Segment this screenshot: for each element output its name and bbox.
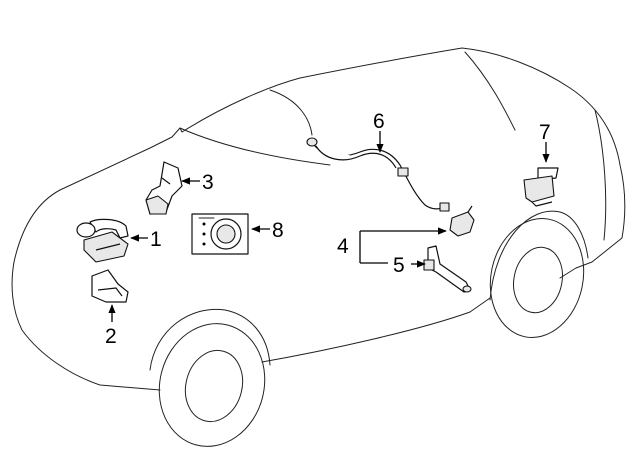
callout-5: 5: [393, 254, 405, 277]
leader-4-bracket: [359, 227, 447, 264]
part-1-sensor: [76, 218, 129, 263]
part-5-bracket: [423, 245, 472, 293]
callout-6: 6: [373, 110, 385, 133]
callout-2: 2: [105, 325, 117, 348]
part-4-sensor: [449, 205, 475, 237]
callout-4: 4: [337, 235, 349, 258]
part-6-harness: [306, 137, 450, 212]
vehicle-body-outline: [11, 47, 626, 447]
callout-7: 7: [539, 121, 551, 144]
part-3-unit: [145, 161, 183, 215]
callout-3: 3: [202, 171, 214, 194]
part-2-bracket: [91, 269, 129, 303]
callout-8: 8: [272, 219, 284, 242]
callout-1: 1: [150, 228, 162, 251]
part-8-module: [191, 213, 249, 255]
part-7-module: [523, 167, 559, 207]
